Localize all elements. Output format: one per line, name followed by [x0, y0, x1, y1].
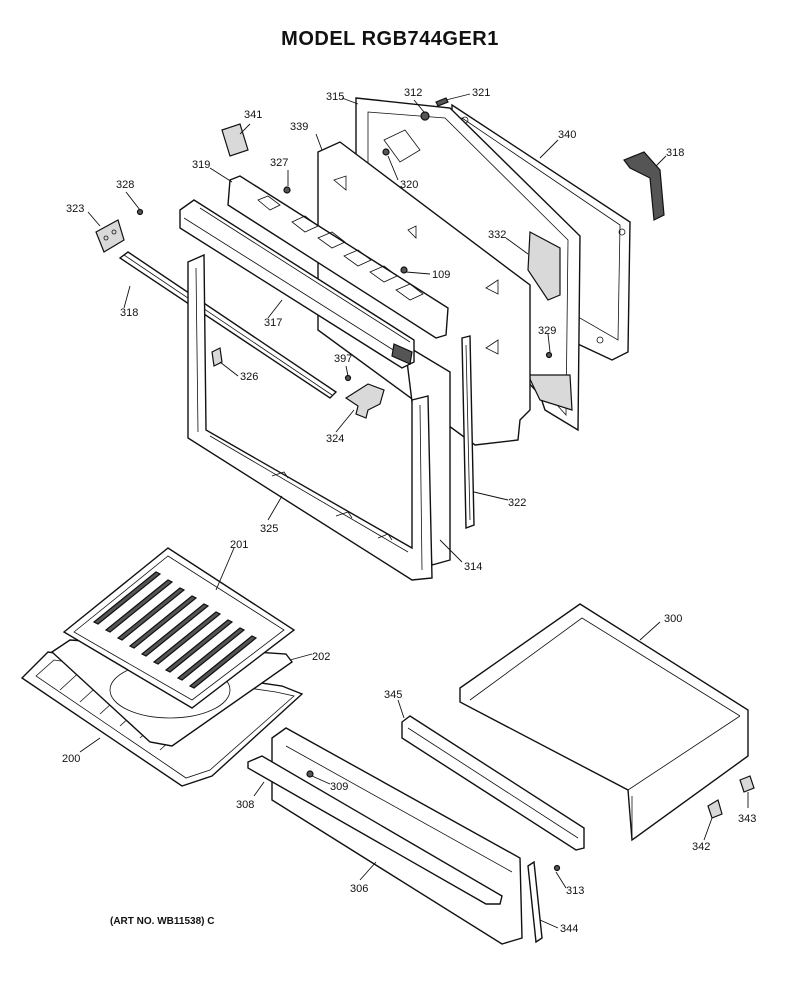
- bracket-341: [221, 123, 249, 157]
- callout-341: 341: [244, 109, 262, 121]
- callout-labels: 341 339 315 312 321 340 318 319 327 320 …: [62, 87, 756, 935]
- drawer-handle-308: [247, 755, 503, 905]
- drawer-rail-345: [401, 715, 585, 851]
- door-latch-324: [344, 383, 385, 419]
- callout-109: 109: [432, 269, 450, 281]
- callout-306: 306: [350, 883, 368, 895]
- callout-342: 342: [692, 841, 710, 853]
- callout-323: 323: [66, 203, 84, 215]
- broiler-grid-201: [62, 547, 296, 709]
- hinge-bracket-323: [95, 219, 125, 253]
- callout-328: 328: [116, 179, 134, 191]
- callout-318-top: 318: [666, 147, 684, 159]
- callout-326: 326: [240, 371, 258, 383]
- callout-319: 319: [192, 159, 210, 171]
- callout-309: 309: [330, 781, 348, 793]
- callout-312: 312: [404, 87, 422, 99]
- callout-324: 324: [326, 433, 344, 445]
- bracket-322: [461, 335, 475, 530]
- door-top-trim-317: [179, 199, 415, 369]
- callout-201: 201: [230, 539, 248, 551]
- callout-397: 397: [334, 353, 352, 365]
- callout-325: 325: [260, 523, 278, 535]
- callout-320: 320: [400, 179, 418, 191]
- callout-322: 322: [508, 497, 526, 509]
- art-number: (ART NO. WB11538) C: [110, 916, 215, 927]
- small-hardware: [136, 97, 553, 382]
- callout-332: 332: [488, 229, 506, 241]
- callout-200: 200: [62, 753, 80, 765]
- callout-343: 343: [738, 813, 756, 825]
- handle-rod-318: [118, 251, 338, 399]
- leader-lines: [79, 93, 749, 929]
- callout-308: 308: [236, 799, 254, 811]
- callout-344: 344: [560, 923, 578, 935]
- callout-329: 329: [538, 325, 556, 337]
- callout-315: 315: [326, 91, 344, 103]
- drawer-body-300: [459, 603, 749, 842]
- callout-313: 313: [566, 885, 584, 897]
- handle-end-318: [623, 151, 665, 221]
- door-outer-frame-325: [187, 253, 433, 581]
- callout-300: 300: [664, 613, 682, 625]
- callout-321: 321: [472, 87, 490, 99]
- diagram-title: MODEL RGB744GER1: [281, 28, 499, 50]
- callout-318-rod: 318: [120, 307, 138, 319]
- callout-314: 314: [464, 561, 482, 573]
- drawer-slide-344: [527, 860, 543, 944]
- callout-202: 202: [312, 651, 330, 663]
- callout-327: 327: [270, 157, 288, 169]
- callout-340: 340: [558, 129, 576, 141]
- callout-339: 339: [290, 121, 308, 133]
- callout-345: 345: [384, 689, 402, 701]
- vent-panel-319: [227, 175, 449, 339]
- callout-317: 317: [264, 317, 282, 329]
- drawer-hardware: [306, 770, 755, 872]
